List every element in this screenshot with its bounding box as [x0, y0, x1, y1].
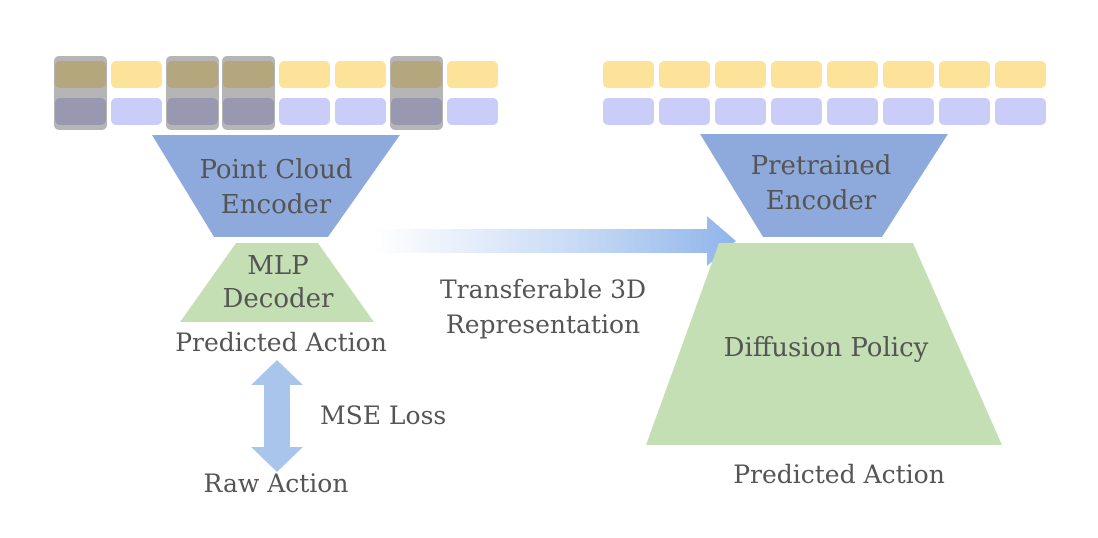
feature-token	[223, 61, 274, 88]
point-cloud-encoder-block	[152, 135, 400, 237]
transfer-label-1: Transferable 3D	[440, 275, 646, 304]
right-point-token-grid	[603, 61, 1046, 125]
feature-token	[335, 61, 386, 88]
point-token	[335, 98, 386, 125]
point-token	[771, 98, 822, 125]
double-arrow-icon	[251, 360, 303, 472]
feature-token	[111, 61, 162, 88]
masked-token-overlay	[390, 56, 443, 130]
transfer-label-2: Representation	[446, 310, 640, 339]
masked-token-overlay	[222, 56, 275, 130]
mse-loss-label: MSE Loss	[320, 401, 446, 430]
point-cloud-encoder-label-1: Point Cloud	[199, 155, 352, 185]
right-arrow-icon	[374, 216, 736, 266]
diffusion-policy-label: Diffusion Policy	[724, 333, 929, 363]
feature-token	[827, 61, 878, 88]
point-token	[827, 98, 878, 125]
feature-token	[55, 61, 106, 88]
point-token	[995, 98, 1046, 125]
feature-token	[771, 61, 822, 88]
pretrained-encoder-label-1: Pretrained	[751, 151, 892, 181]
left-point-token-grid	[54, 56, 498, 130]
masked-token-overlay	[54, 56, 107, 130]
point-token	[111, 98, 162, 125]
point-token	[659, 98, 710, 125]
point-token	[279, 98, 330, 125]
point-token	[447, 98, 498, 125]
point-token	[223, 98, 274, 125]
right-predicted-action-label: Predicted Action	[733, 460, 945, 489]
feature-token	[391, 61, 442, 88]
feature-token	[447, 61, 498, 88]
point-cloud-encoder-label-2: Encoder	[221, 190, 332, 220]
feature-token	[715, 61, 766, 88]
feature-token	[939, 61, 990, 88]
feature-token	[883, 61, 934, 88]
diffusion-policy-block	[646, 243, 1002, 445]
left-predicted-action-label: Predicted Action	[175, 328, 387, 357]
mlp-decoder-block	[180, 243, 374, 322]
raw-action-label: Raw Action	[204, 469, 349, 498]
feature-token	[995, 61, 1046, 88]
feature-token	[659, 61, 710, 88]
masked-token-overlay	[166, 56, 219, 130]
point-token	[603, 98, 654, 125]
point-token	[167, 98, 218, 125]
feature-token	[167, 61, 218, 88]
point-token	[55, 98, 106, 125]
point-token	[715, 98, 766, 125]
point-token	[883, 98, 934, 125]
point-token	[391, 98, 442, 125]
mlp-decoder-label-2: Decoder	[223, 284, 334, 314]
mlp-decoder-label-1: MLP	[247, 251, 308, 281]
feature-token	[279, 61, 330, 88]
pretrained-encoder-block	[700, 134, 948, 237]
pretrained-encoder-label-2: Encoder	[766, 186, 877, 216]
point-token	[939, 98, 990, 125]
feature-token	[603, 61, 654, 88]
